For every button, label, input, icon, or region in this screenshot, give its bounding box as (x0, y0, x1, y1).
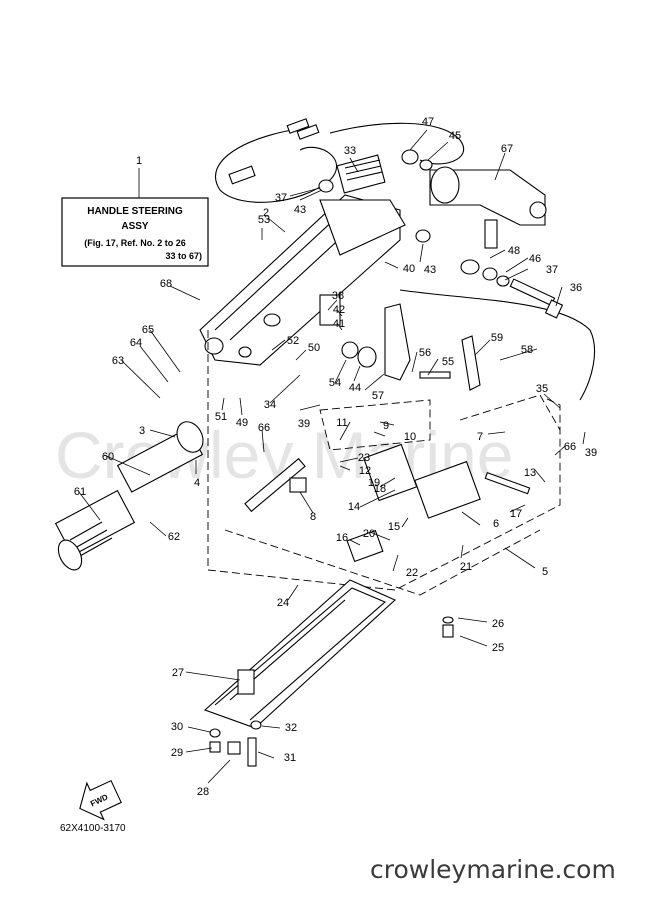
callout-20: 20 (363, 528, 375, 540)
callout-43a: 43 (294, 204, 306, 216)
callout-57: 57 (372, 390, 384, 402)
steering-handle-arm (199, 154, 406, 366)
handle-grip (54, 421, 204, 571)
callout-60: 60 (102, 451, 114, 463)
title-box: HANDLE STEERING ASSY (Fig. 17, Ref. No. … (61, 168, 209, 267)
callout-19: 19 (368, 477, 380, 489)
callout-16: 16 (336, 532, 348, 544)
callout-66b: 66 (564, 441, 576, 453)
callout-18: 18 (374, 483, 386, 495)
callout-45: 45 (449, 130, 461, 142)
callout-13: 13 (524, 467, 536, 479)
callout-5: 5 (542, 566, 548, 578)
control-cable-loop (214, 118, 596, 401)
callout-26: 26 (492, 618, 504, 630)
callout-11: 11 (336, 417, 347, 429)
callout-10: 10 (404, 431, 416, 443)
bracket-67 (429, 166, 547, 249)
callout-37b: 37 (546, 264, 558, 276)
callout-37a: 37 (275, 192, 287, 204)
callout-12: 12 (359, 465, 371, 477)
callout-52: 52 (287, 335, 299, 347)
callout-59: 59 (491, 332, 503, 344)
bolt-36 (318, 149, 564, 319)
callout-9: 9 (383, 420, 389, 432)
callout-41: 41 (333, 318, 345, 330)
callout-63: 63 (112, 355, 124, 367)
callout-33: 33 (344, 145, 356, 157)
callout-50: 50 (308, 342, 320, 354)
fwd-arrow: FWD (79, 779, 122, 821)
callout-2: 2 (263, 207, 269, 219)
callout-42: 42 (333, 304, 345, 316)
website-label: crowleymarine.com (370, 855, 616, 884)
callout-67: 67 (501, 143, 513, 155)
callout-40: 40 (403, 263, 415, 275)
callout-3: 3 (139, 425, 145, 437)
leader-lines (78, 129, 586, 784)
callout-49: 49 (236, 417, 248, 429)
callout-4: 4 (194, 477, 200, 489)
title-line-2: ASSY (121, 221, 149, 232)
callout-24: 24 (277, 597, 289, 609)
callout-17: 17 (510, 508, 522, 520)
callout-44: 44 (349, 382, 361, 394)
callout-55: 55 (442, 356, 454, 368)
throttle-assy (207, 330, 561, 596)
callout-32: 32 (285, 722, 297, 734)
callout-48: 48 (508, 245, 520, 257)
callout-29: 29 (171, 747, 183, 759)
title-line-4: 33 to 67) (165, 251, 202, 261)
callout-64: 64 (130, 337, 142, 349)
title-line-3: (Fig. 17, Ref. No. 2 to 26 (84, 238, 186, 248)
callout-39b: 39 (585, 447, 597, 459)
diagram-code: 62X4100-3170 (60, 823, 126, 834)
callout-8: 8 (310, 511, 316, 523)
callout-54: 54 (329, 377, 341, 389)
callout-23: 23 (358, 452, 370, 464)
callout-21: 21 (460, 561, 472, 573)
callout-53: 53 (258, 214, 270, 226)
callout-38: 38 (332, 290, 344, 302)
callout-6: 6 (493, 518, 499, 530)
callout-1: 1 (136, 155, 142, 167)
callout-7: 7 (477, 431, 483, 443)
callout-62: 62 (168, 531, 180, 543)
callout-46: 46 (529, 253, 541, 265)
callout-35: 35 (536, 383, 548, 395)
callout-30: 30 (171, 721, 183, 733)
callout-36: 36 (570, 282, 582, 294)
callout-28: 28 (197, 786, 209, 798)
callout-34: 34 (264, 399, 276, 411)
base-plate (203, 579, 454, 767)
callout-65: 65 (142, 324, 154, 336)
callout-56: 56 (419, 347, 431, 359)
callout-43b: 43 (424, 264, 436, 276)
title-line-1: HANDLE STEERING (87, 206, 183, 217)
callout-47: 47 (422, 116, 434, 128)
callout-66a: 66 (258, 422, 270, 434)
callout-14: 14 (348, 501, 360, 513)
callout-39a: 39 (298, 418, 310, 430)
callout-51: 51 (215, 411, 227, 423)
callout-68: 68 (160, 278, 172, 290)
callout-25: 25 (492, 642, 504, 654)
callout-58: 58 (521, 344, 533, 356)
callout-61: 61 (74, 486, 86, 498)
callout-15: 15 (388, 521, 400, 533)
callout-22: 22 (406, 567, 418, 579)
callout-31: 31 (284, 752, 296, 764)
callout-27: 27 (172, 667, 184, 679)
callout-labels: 1 2 3 4 5 6 7 8 9 10 11 12 13 14 15 16 1… (74, 116, 597, 798)
